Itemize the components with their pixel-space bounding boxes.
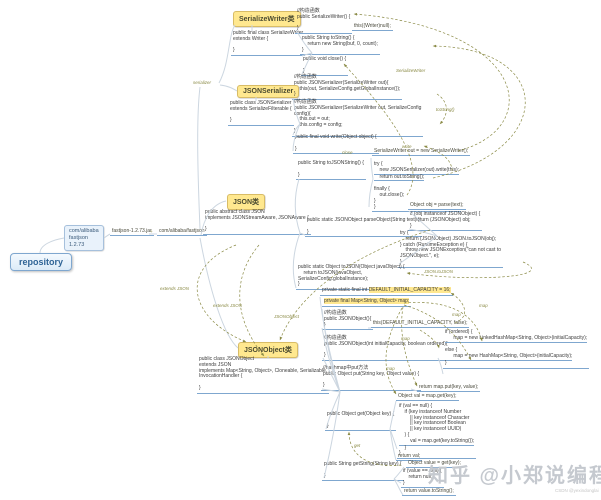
label-map-get[interactable]: Object val = map.get(key); xyxy=(396,393,459,401)
topic-jsonserializer[interactable]: JSONSerializer xyxy=(237,85,300,98)
topic-serializewriter[interactable]: SerializeWriter类 xyxy=(233,11,301,27)
node-jar[interactable]: fastjson-1.2.73.jar xyxy=(110,228,154,236)
label-parse-text[interactable]: Object obj = parse(text); xyxy=(408,202,466,210)
flag-jsonobject: JSONObject xyxy=(274,314,300,319)
watermark-zhihu: 知乎 @小郑说编程 xyxy=(428,465,601,487)
watermark-csdn: CSDN @yexindonglai xyxy=(555,488,599,493)
flag-close: close xyxy=(342,150,353,155)
call-arrow xyxy=(196,244,247,343)
code-js-write[interactable]: public final void write(Object object) {… xyxy=(293,134,379,155)
call-arrow xyxy=(239,244,265,357)
call-arrow xyxy=(450,292,465,324)
label-get-key[interactable]: Object value = get(key); xyxy=(406,460,463,468)
flag-json-tojson: JSON.toJSON xyxy=(424,269,454,274)
flag-map-3: map xyxy=(401,336,410,341)
label-return-value-tostring[interactable]: return value.toString(); xyxy=(402,488,456,496)
flag-tostring: toString() xyxy=(436,107,455,112)
node-package-path[interactable]: com/alibaba/fastjson xyxy=(157,228,207,236)
code-getstring[interactable]: public String getString(String key) { } xyxy=(322,461,404,482)
code-json-tojsonstring[interactable]: public String toJSONString() { } xyxy=(296,160,366,181)
label-new-serializewriter[interactable]: SerializeWriter out = new SerializeWrite… xyxy=(372,148,471,156)
flag-map-4: map xyxy=(386,366,395,371)
flag-plus: + xyxy=(150,229,153,234)
label-return-val[interactable]: return val; xyxy=(396,453,423,461)
code-map-field[interactable]: private final Map<String, Object> map; xyxy=(322,298,412,307)
code-get[interactable]: public Object get(Object key) { } xyxy=(325,411,397,432)
code-default-capacity[interactable]: private static final int DEFAULT_INITIAL… xyxy=(320,287,453,296)
topic-json[interactable]: JSON类 xyxy=(227,194,266,210)
flag-serializewriter: SerializeWriter xyxy=(396,68,426,73)
code-sw-tostring[interactable]: public String toString() { return new St… xyxy=(300,35,380,56)
node-repository[interactable]: repository xyxy=(10,253,73,271)
code-trycast-block[interactable]: try { return (JSONObject) JSON.toJSON(ob… xyxy=(398,230,503,268)
flag-get: get xyxy=(354,443,361,448)
connector xyxy=(197,86,201,230)
flag-extends-json-2: extends JSON xyxy=(213,303,243,308)
connector xyxy=(39,237,65,254)
code-get-block[interactable]: if (val == null) { if (key instanceof Nu… xyxy=(397,403,477,460)
code-instanceof-block[interactable]: if (obj instanceof JSONObject) { return … xyxy=(408,211,483,232)
connector xyxy=(389,428,398,450)
code-ordered-block[interactable]: if (ordered) { map = new LinkedHashMap<S… xyxy=(443,329,590,369)
label-this-default-capacity[interactable]: this(DEFAULT_INITIAL_CAPACITY, false); xyxy=(371,320,470,328)
connector xyxy=(199,237,239,349)
flag-map-2: map xyxy=(452,312,461,317)
flag-map-1: map xyxy=(479,303,488,308)
label-map-put[interactable]: return map.put(key, value); xyxy=(417,384,481,392)
connector xyxy=(219,84,238,92)
label-this-writer-null[interactable]: this((Writer)null); xyxy=(352,23,393,31)
flag-serializer: serializer xyxy=(193,80,212,85)
call-arrow xyxy=(432,44,526,179)
flag-write: write xyxy=(402,144,412,149)
flag-extends-json-1: extends JSON xyxy=(160,286,190,291)
